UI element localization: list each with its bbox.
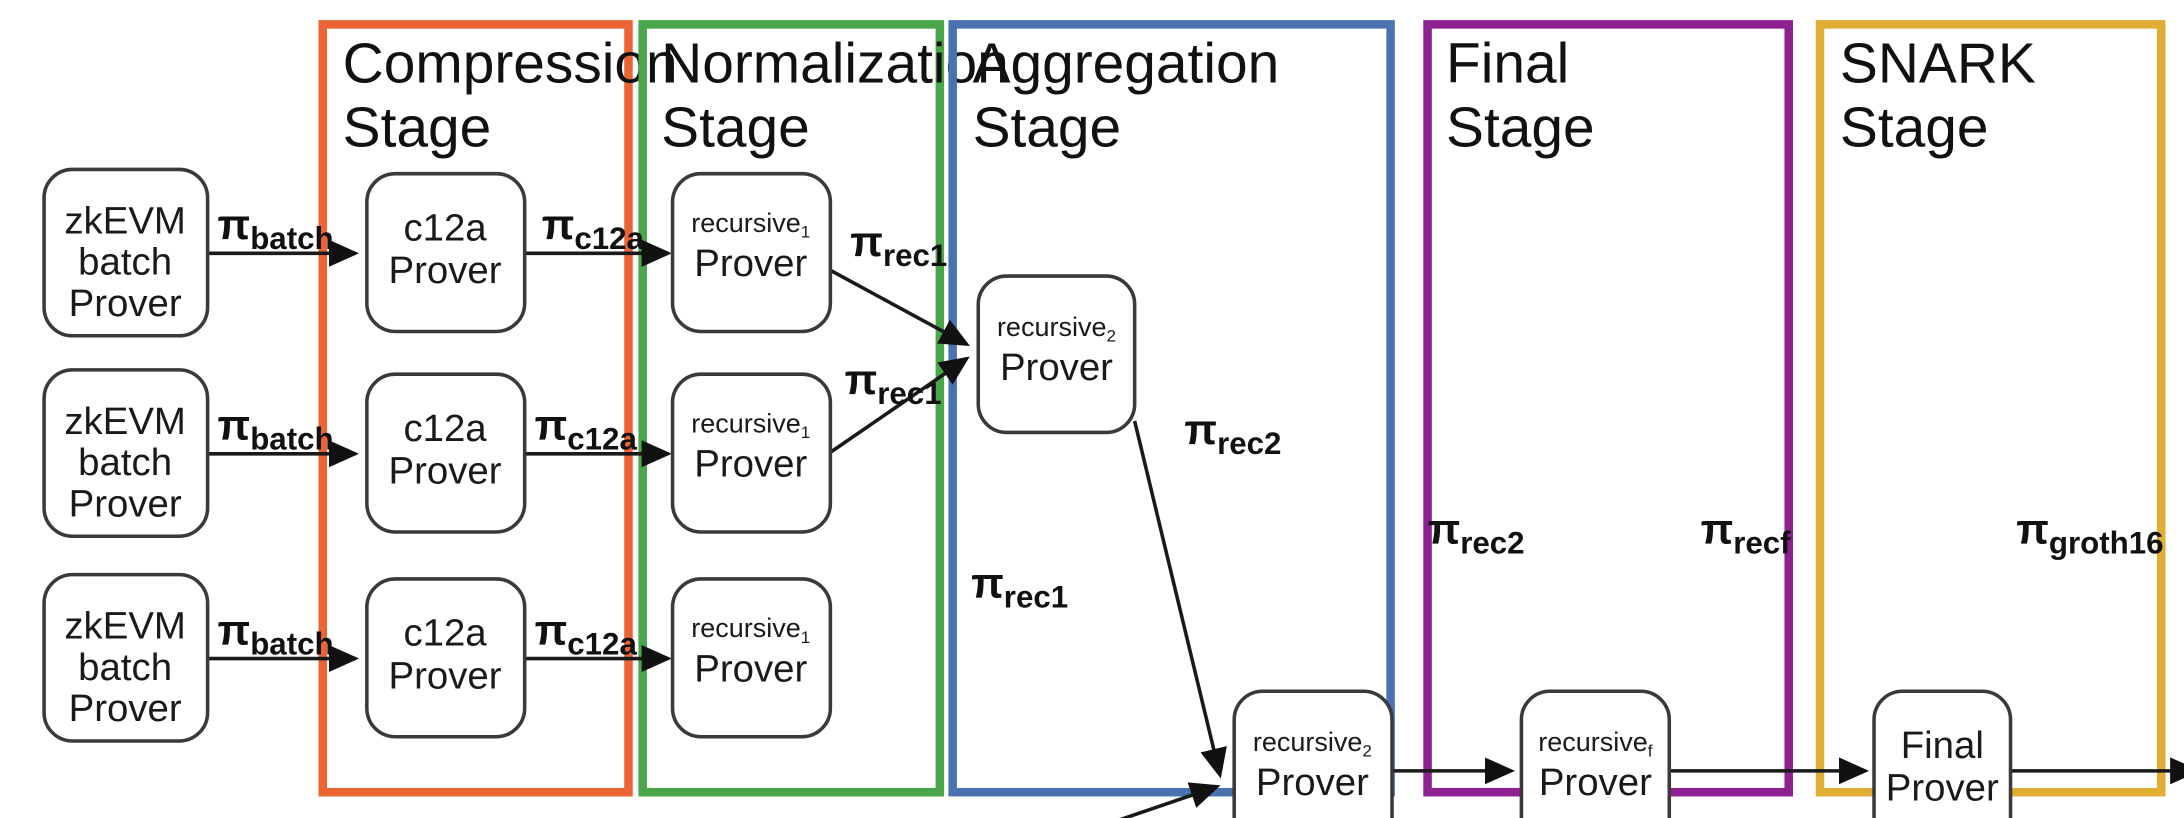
node-c12a-prover-2[interactable]: c12a Prover: [365, 372, 527, 534]
stage-normalization-title-line2: Stage: [661, 97, 810, 160]
node-final-prover-line2: Prover: [1886, 767, 1999, 810]
node-recursive2-prover-b-box[interactable]: [1232, 689, 1394, 818]
node-recursive1-prover-2-line2: Prover: [694, 443, 807, 486]
edge-label-c12a-1: πc12a: [542, 201, 645, 256]
node-batch-prover-3-line2: batch: [78, 646, 172, 689]
stage-final: Final Stage: [1423, 20, 1793, 797]
node-recursive1-prover-2[interactable]: recursive1 Prover: [670, 372, 833, 534]
node-batch-prover-1-line1: zkEVM: [64, 199, 186, 242]
node-recursivef-prover[interactable]: recursivef Prover: [1519, 689, 1672, 818]
edge-label-rec1-3: πrec1: [971, 559, 1068, 614]
edge-label-groth16: πgroth16: [2016, 505, 2163, 560]
node-batch-prover-3[interactable]: zkEVM batch Prover: [42, 572, 210, 743]
edge-label-recf: πrecf: [1701, 505, 1792, 560]
node-recursive2-prover-a-name: recursive2: [997, 312, 1116, 346]
node-c12a-prover-3[interactable]: c12a Prover: [365, 577, 527, 739]
edge-rec2-a: [1132, 420, 1227, 779]
node-c12a-prover-3-line1: c12a: [403, 612, 487, 655]
stage-compression-border: [318, 20, 633, 797]
node-batch-prover-3-line3: Prover: [69, 687, 182, 730]
node-final-prover-line1: Final: [1901, 724, 1984, 767]
stage-aggregation: Aggregation Stage: [948, 20, 1395, 797]
node-recursivef-prover-name: recursivef: [1538, 727, 1653, 761]
stage-normalization-border: [638, 20, 945, 797]
node-batch-prover-3-box[interactable]: [42, 572, 210, 743]
stage-snark-title-line2: Stage: [1840, 97, 1989, 160]
node-batch-prover-2[interactable]: zkEVM batch Prover: [42, 368, 210, 539]
node-recursive1-prover-3-name: recursive1: [691, 613, 810, 647]
edge-label-rec2-b: πrec2: [1428, 505, 1525, 560]
node-batch-prover-1-box[interactable]: [42, 167, 210, 338]
node-c12a-prover-1-line2: Prover: [389, 249, 502, 292]
node-batch-prover-3-line1: zkEVM: [64, 605, 186, 648]
node-recursive1-prover-1[interactable]: recursive1 Prover: [670, 171, 833, 334]
node-c12a-prover-1-box[interactable]: [365, 171, 527, 334]
edge-label-c12a-2: πc12a: [535, 402, 638, 457]
node-c12a-prover-3-box[interactable]: [365, 577, 527, 739]
edge-label-batch-3: πbatch: [218, 606, 334, 661]
node-batch-prover-1-line2: batch: [78, 241, 172, 284]
node-recursive2-prover-b-line2: Prover: [1256, 761, 1369, 804]
edge-label-rec2-a: πrec2: [1184, 406, 1281, 461]
node-batch-prover-2-line1: zkEVM: [64, 400, 186, 443]
stage-final-title-line2: Stage: [1446, 97, 1595, 160]
edge-label-batch-1: πbatch: [218, 201, 334, 256]
node-recursive1-prover-2-name: recursive1: [691, 408, 810, 442]
stage-compression-title-line1: Compression: [343, 33, 678, 96]
edge-rec1-1: [829, 268, 971, 346]
node-c12a-prover-2-line2: Prover: [389, 450, 502, 493]
edge-label-rec1-1: πrec1: [850, 218, 947, 273]
stage-snark-title-line1: SNARK: [1840, 33, 2036, 96]
node-recursive1-prover-3-line2: Prover: [694, 647, 807, 690]
node-recursive1-prover-1-box[interactable]: [670, 171, 833, 334]
node-c12a-prover-2-box[interactable]: [365, 372, 527, 534]
edge-label-c12a-3: πc12a: [535, 606, 638, 661]
edge-label-rec1-2: πrec1: [845, 356, 942, 411]
node-batch-prover-2-line3: Prover: [69, 482, 182, 525]
node-final-prover[interactable]: Final Prover: [1872, 689, 2013, 818]
node-recursivef-prover-box[interactable]: [1519, 689, 1672, 818]
stage-aggregation-title-line1: Aggregation: [973, 33, 1280, 96]
edge-rec1-2: [829, 356, 970, 454]
edge-label-batch-2: πbatch: [218, 402, 334, 457]
stage-compression-title-line2: Stage: [343, 97, 492, 160]
stage-snark: SNARK Stage: [1815, 20, 2166, 797]
node-final-prover-box[interactable]: [1872, 689, 2013, 818]
stage-aggregation-border: [948, 20, 1395, 797]
stage-compression: Compression Stage: [318, 20, 678, 797]
stage-final-title-line1: Final: [1446, 33, 1569, 96]
node-batch-prover-1-line3: Prover: [69, 282, 182, 325]
node-recursive1-prover-2-box[interactable]: [670, 372, 833, 534]
node-batch-prover-2-line2: batch: [78, 441, 172, 484]
node-recursive1-prover-1-name: recursive1: [691, 208, 810, 242]
node-c12a-prover-1[interactable]: c12a Prover: [365, 171, 527, 334]
node-recursive1-prover-3[interactable]: recursive1 Prover: [670, 577, 833, 739]
node-recursivef-prover-line2: Prover: [1539, 761, 1652, 804]
stage-aggregation-title-line2: Stage: [973, 97, 1122, 160]
node-batch-prover-2-box[interactable]: [42, 368, 210, 539]
node-recursive1-prover-3-box[interactable]: [670, 577, 833, 739]
node-recursive2-prover-a-line2: Prover: [1000, 346, 1113, 389]
node-recursive2-prover-b-name: recursive2: [1253, 727, 1372, 761]
node-recursive2-prover-a[interactable]: recursive2 Prover: [976, 274, 1137, 435]
node-c12a-prover-3-line2: Prover: [389, 654, 502, 697]
node-recursive1-prover-1-line2: Prover: [694, 242, 807, 285]
node-recursive2-prover-b[interactable]: recursive2 Prover: [1232, 689, 1394, 818]
node-recursive2-prover-a-box[interactable]: [976, 274, 1137, 435]
node-c12a-prover-1-line1: c12a: [403, 207, 487, 250]
node-batch-prover-1[interactable]: zkEVM batch Prover: [42, 167, 210, 338]
edge-rec1-3: [1119, 782, 1221, 818]
node-c12a-prover-2-line1: c12a: [403, 407, 487, 450]
